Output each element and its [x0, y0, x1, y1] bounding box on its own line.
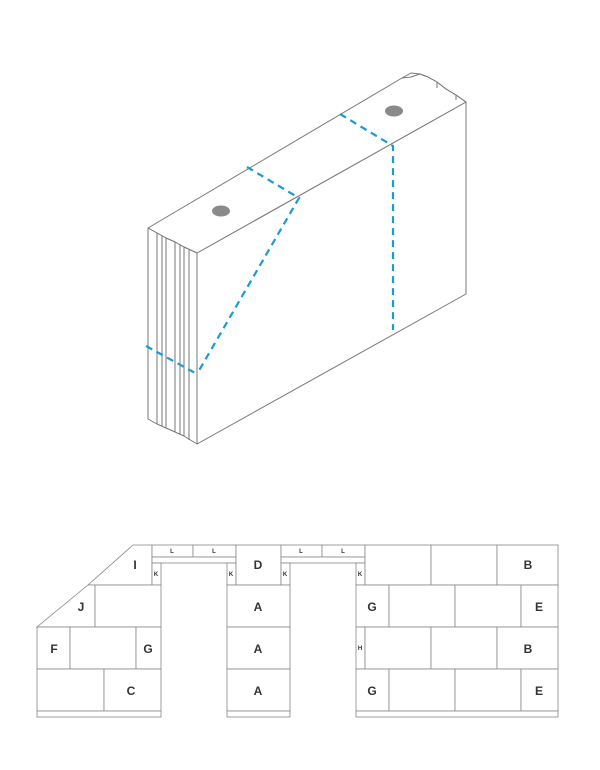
base-plate-right — [355, 710, 559, 718]
label-I: I — [133, 558, 136, 572]
cell-block — [430, 544, 498, 586]
cell-I — [86, 544, 153, 586]
label-K: K — [358, 572, 363, 578]
floor-plan: I L L K K D K L L K B J A G E F G A H B … — [35, 544, 559, 718]
isometric-block — [145, 72, 467, 445]
cell-A — [226, 626, 291, 670]
hole-icon — [385, 105, 403, 117]
label-B: B — [524, 558, 533, 572]
label-C: C — [127, 684, 136, 698]
cell-J — [35, 584, 96, 628]
label-H: H — [358, 646, 362, 652]
block-end-face — [147, 227, 198, 445]
cut-line-vertical — [339, 113, 395, 330]
cut-line-end — [145, 345, 198, 375]
base-plate-left — [36, 710, 162, 718]
block-back-notch — [401, 72, 467, 103]
cell-F — [36, 626, 71, 670]
cell-B — [496, 544, 559, 586]
cell-B — [496, 626, 559, 670]
cell-block — [94, 584, 162, 628]
lintel-strip-left — [151, 556, 237, 564]
label-G: G — [367, 684, 376, 698]
label-G: G — [143, 642, 152, 656]
cell-block — [69, 626, 137, 670]
cut-line-diagonal — [196, 166, 301, 375]
label-L: L — [170, 549, 174, 555]
label-K: K — [283, 572, 288, 578]
cell-C — [103, 668, 162, 712]
label-L: L — [341, 549, 345, 555]
cut-lines — [145, 113, 395, 375]
label-K: K — [229, 572, 234, 578]
label-J: J — [78, 600, 85, 614]
cell-block — [36, 668, 105, 712]
label-L: L — [299, 549, 303, 555]
label-A: A — [254, 684, 263, 698]
label-D: D — [254, 558, 263, 572]
cell-A — [226, 668, 291, 712]
label-A: A — [254, 642, 263, 656]
cell-block — [454, 584, 522, 628]
cell-block — [388, 584, 456, 628]
label-K: K — [154, 572, 159, 578]
cell-G — [355, 584, 390, 628]
end-face-grooves — [156, 233, 190, 440]
cell-block — [364, 544, 432, 586]
cell-E — [520, 668, 559, 712]
cell-block — [388, 668, 456, 712]
label-B: B — [524, 642, 533, 656]
cell-block — [364, 626, 432, 670]
label-G: G — [367, 600, 376, 614]
lintel-strip-right — [280, 556, 366, 564]
label-E: E — [535, 600, 543, 614]
label-A: A — [254, 600, 263, 614]
cell-A — [226, 584, 291, 628]
label-F: F — [50, 642, 57, 656]
cell-block — [430, 626, 498, 670]
label-E: E — [535, 684, 543, 698]
plan-labels: I L L K K D K L L K B J A G E F G A H B … — [50, 549, 543, 698]
cell-block — [454, 668, 522, 712]
label-L: L — [212, 549, 216, 555]
hole-icon — [212, 205, 230, 217]
base-plate-middle — [226, 710, 291, 718]
